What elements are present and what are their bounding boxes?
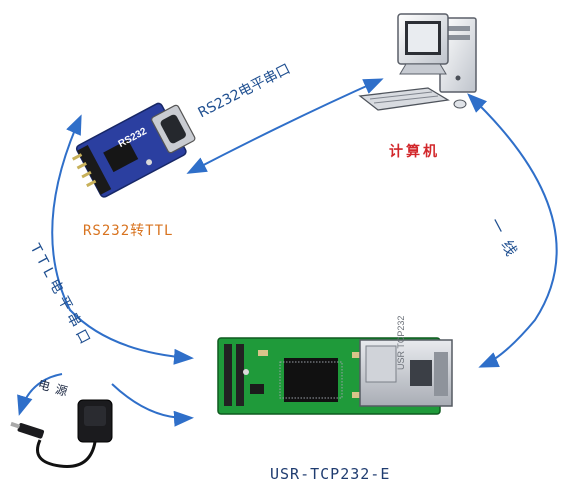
device-label: USR-TCP232-E [270, 465, 391, 483]
arrow-power-to-device [111, 383, 194, 427]
arrow-network-link [467, 93, 558, 368]
arrow-power-left [17, 373, 63, 416]
usr-tcp232-e-module [217, 337, 453, 415]
power-adapter-icon [10, 399, 113, 468]
arrow-rs232-link [186, 78, 384, 174]
converter-label: RS232转TTL [83, 223, 174, 239]
computer-label: 计算机 [389, 144, 440, 160]
arrow-ttl-link [51, 114, 194, 365]
computer-icon [358, 13, 477, 111]
rs232-ttl-converter-board [71, 102, 196, 198]
jack-label: USR TCP232 [396, 316, 406, 370]
